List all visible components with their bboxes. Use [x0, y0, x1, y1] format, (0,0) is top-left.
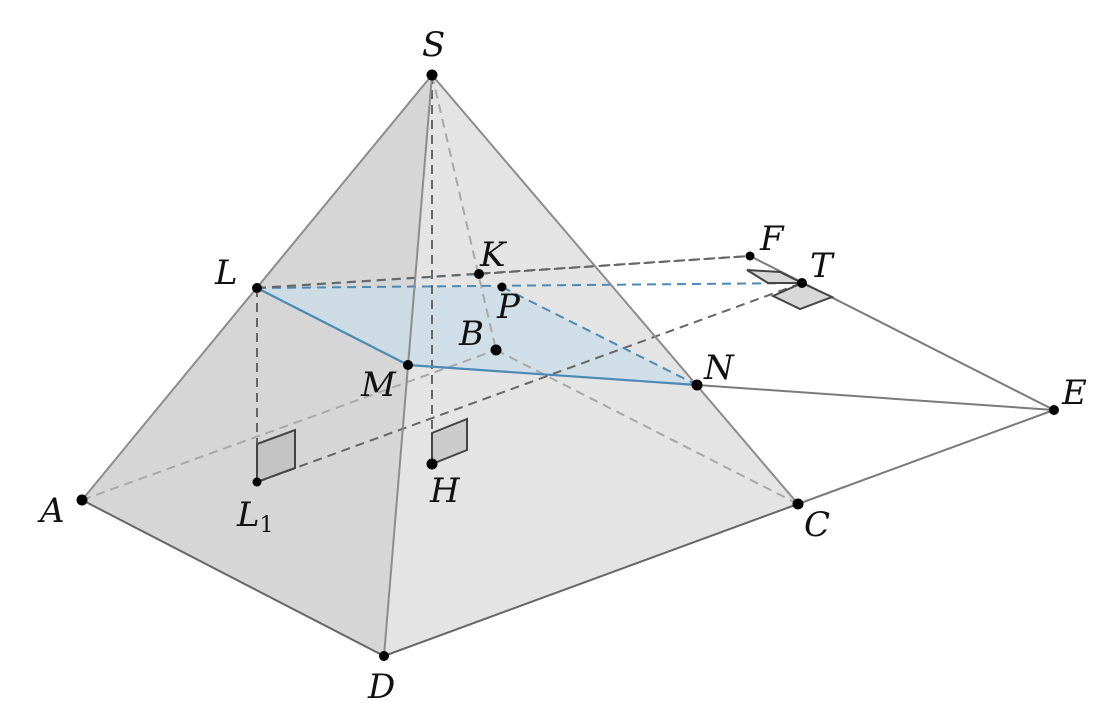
right-angle-t-2: [770, 281, 835, 311]
point-l1: [252, 477, 262, 487]
label-e: E: [1061, 373, 1087, 413]
hidden-edges: [81, 74, 803, 505]
point-p: [497, 282, 507, 292]
label-b: B: [458, 314, 484, 354]
label-d: D: [367, 667, 395, 707]
label-c: C: [804, 505, 830, 545]
point-k: [474, 269, 484, 279]
point-s: [426, 69, 438, 81]
right-angle-h: [431, 417, 468, 466]
line-k-f: [478, 255, 751, 275]
point-b: [490, 344, 502, 356]
line-l-t: [256, 282, 803, 289]
label-t: T: [810, 246, 835, 286]
label-k: K: [479, 235, 508, 275]
edge-dc: [383, 503, 799, 657]
line-c-e: [797, 409, 1055, 505]
point-d: [379, 651, 389, 661]
point-l: [252, 283, 262, 293]
label-l: L: [214, 253, 238, 293]
line-m-n: [407, 363, 698, 387]
label-h: H: [429, 471, 461, 511]
label-l1-sub: 1: [260, 513, 274, 538]
right-angle-l1: [256, 428, 296, 484]
line-n-e: [696, 384, 1055, 411]
line-l-f: [256, 255, 751, 289]
edge-ab-hidden: [81, 349, 497, 501]
label-s: S: [422, 25, 445, 65]
label-f: F: [759, 219, 785, 259]
edge-ad: [81, 499, 385, 657]
edge-bc-hidden: [495, 349, 799, 505]
point-a: [76, 494, 88, 506]
point-e: [1049, 405, 1059, 415]
point-f: [745, 251, 755, 261]
point-h: [426, 458, 438, 470]
edge-sb-hidden: [431, 74, 497, 351]
points: [76, 69, 1059, 661]
right-angle-markers: [256, 269, 835, 484]
label-p: P: [496, 287, 521, 327]
label-a: A: [37, 491, 65, 531]
right-angle-t-1: [746, 269, 803, 284]
section-solid-edges: [256, 287, 698, 387]
edge-sc: [431, 74, 799, 505]
point-t: [797, 278, 807, 288]
line-p-n: [501, 286, 698, 386]
point-n: [691, 379, 703, 391]
label-l1: L1: [236, 495, 274, 538]
label-n: N: [703, 348, 735, 388]
labels: S L K F T P B N M E A L1 H C D: [37, 25, 1087, 707]
line-l-m: [256, 287, 409, 366]
point-c: [792, 498, 804, 510]
label-l1-main: L: [236, 495, 260, 535]
label-m: M: [360, 365, 397, 405]
line-l1-t: [256, 282, 803, 483]
point-m: [403, 360, 413, 370]
